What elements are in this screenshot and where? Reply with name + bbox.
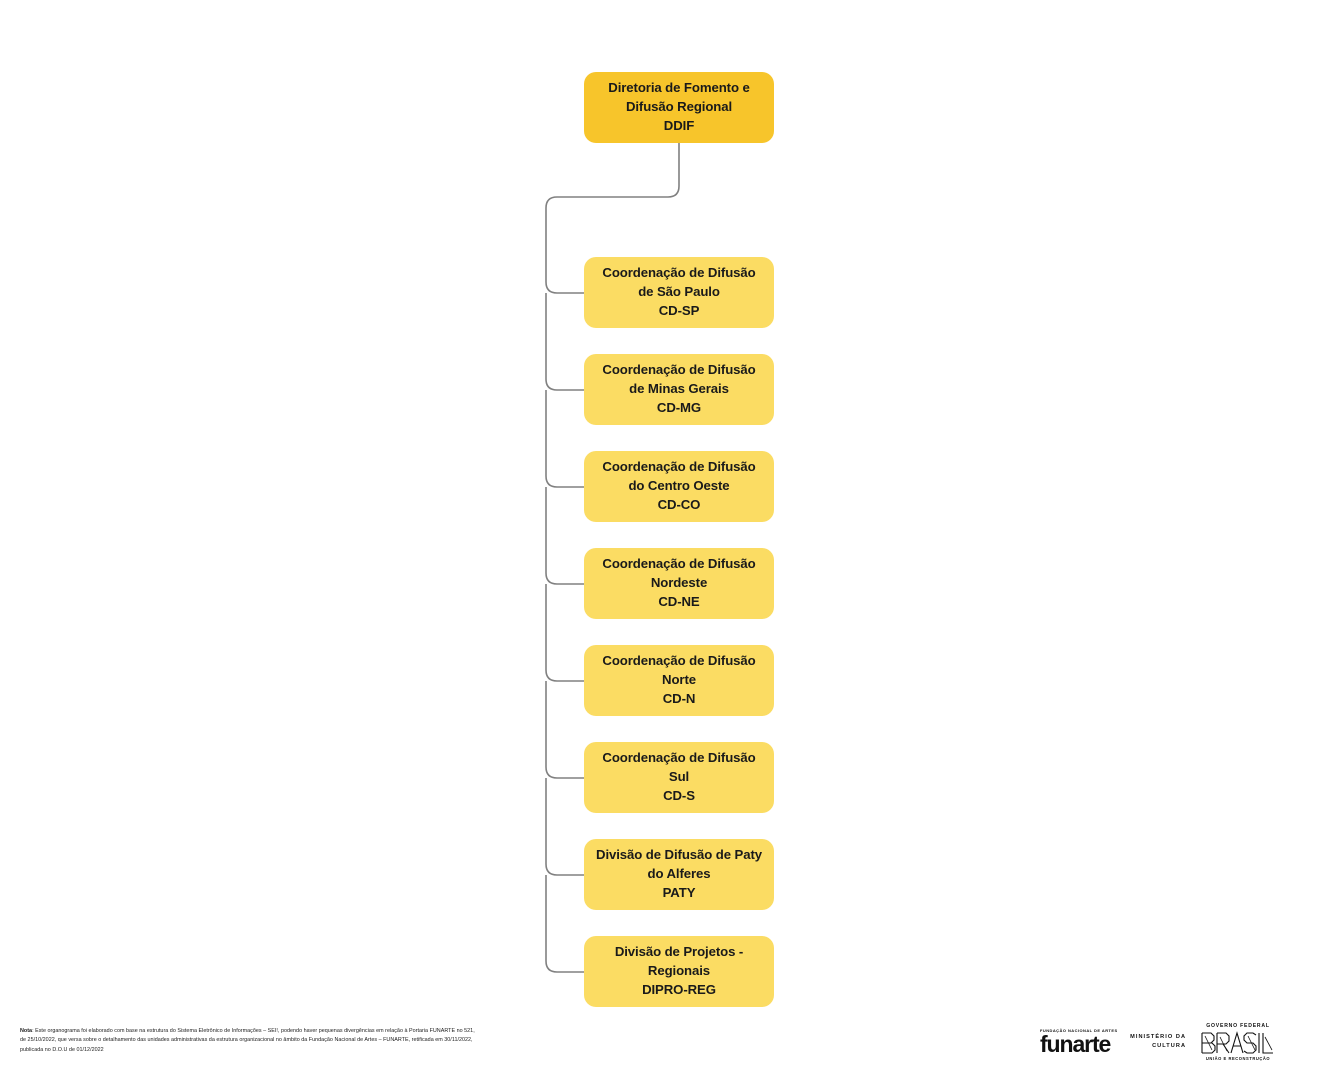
ministry-of-culture-logo: MINISTÉRIO DA CULTURA	[1130, 1033, 1186, 1052]
org-node-cd-mg[interactable]: Coordenação de Difusão de Minas Gerais C…	[584, 354, 774, 425]
government-top-text: GOVERNO FEDERAL	[1206, 1023, 1270, 1029]
org-node-cd-ne[interactable]: Coordenação de Difusão Nordeste CD-NE	[584, 548, 774, 619]
footer-note: Nota: Este organograma foi elaborado com…	[20, 1027, 475, 1055]
org-node-ddif[interactable]: Diretoria de Fomento e Difusão Regional …	[584, 72, 774, 143]
connector-branch-cd-co	[545, 475, 584, 488]
funarte-tagline: FUNDAÇÃO NACIONAL DE ARTES	[1040, 1028, 1118, 1034]
org-node-cd-n[interactable]: Coordenação de Difusão Norte CD-N	[584, 645, 774, 716]
connector-branch-paty	[545, 863, 584, 876]
ministry-line-2: CULTURA	[1152, 1043, 1187, 1049]
org-node-cd-sp[interactable]: Coordenação de Difusão de São Paulo CD-S…	[584, 257, 774, 328]
org-node-cd-s[interactable]: Coordenação de Difusão Sul CD-S	[584, 742, 774, 813]
connector-branch-cd-ne	[545, 572, 584, 585]
org-node-cd-co[interactable]: Coordenação de Difusão do Centro Oeste C…	[584, 451, 774, 522]
funarte-logo: FUNDAÇÃO NACIONAL DE ARTES funarte	[1040, 1028, 1118, 1058]
brasil-wordmark-icon	[1201, 1030, 1274, 1054]
footer-note-label: Nota	[20, 1028, 33, 1034]
connector-branch-cd-s	[545, 766, 584, 779]
ministry-line-1: MINISTÉRIO DA	[1130, 1033, 1187, 1040]
government-logo: GOVERNO FEDERAL UNIÃO E RECONSTRUÇÃO	[1200, 1023, 1276, 1061]
connector-branch-dipro-reg	[545, 960, 584, 973]
connector-branch-cd-mg	[545, 378, 584, 391]
footer-note-text: : Este organograma foi elaborado com bas…	[20, 1028, 475, 1053]
org-node-dipro-reg[interactable]: Divisão de Projetos - Regionais DIPRO-RE…	[584, 936, 774, 1007]
org-node-paty[interactable]: Divisão de Difusão de Paty do Alferes PA…	[584, 839, 774, 910]
logo-strip: FUNDAÇÃO NACIONAL DE ARTES funarte MINIS…	[1040, 1018, 1302, 1066]
government-bottom-text: UNIÃO E RECONSTRUÇÃO	[1205, 1056, 1271, 1061]
connector-branch-cd-sp	[545, 281, 584, 294]
funarte-wordmark: funarte	[1040, 1031, 1111, 1058]
connector-branch-cd-n	[545, 669, 584, 682]
